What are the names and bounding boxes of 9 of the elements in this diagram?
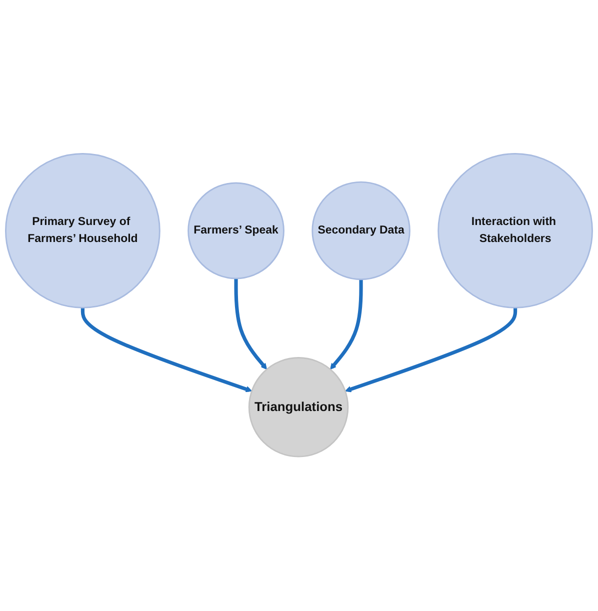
arrow	[344, 308, 518, 393]
node-circle: Primary Survey of Farmers’ Household	[5, 153, 160, 309]
arrow	[234, 278, 268, 370]
arrow	[80, 308, 252, 393]
node-circle: Interaction with Stakeholders	[438, 153, 593, 309]
node-circle: Secondary Data	[312, 182, 410, 280]
node-circle: Triangulations	[248, 357, 349, 458]
node-circle: Farmers’ Speak	[188, 182, 284, 280]
arrow	[330, 280, 363, 370]
